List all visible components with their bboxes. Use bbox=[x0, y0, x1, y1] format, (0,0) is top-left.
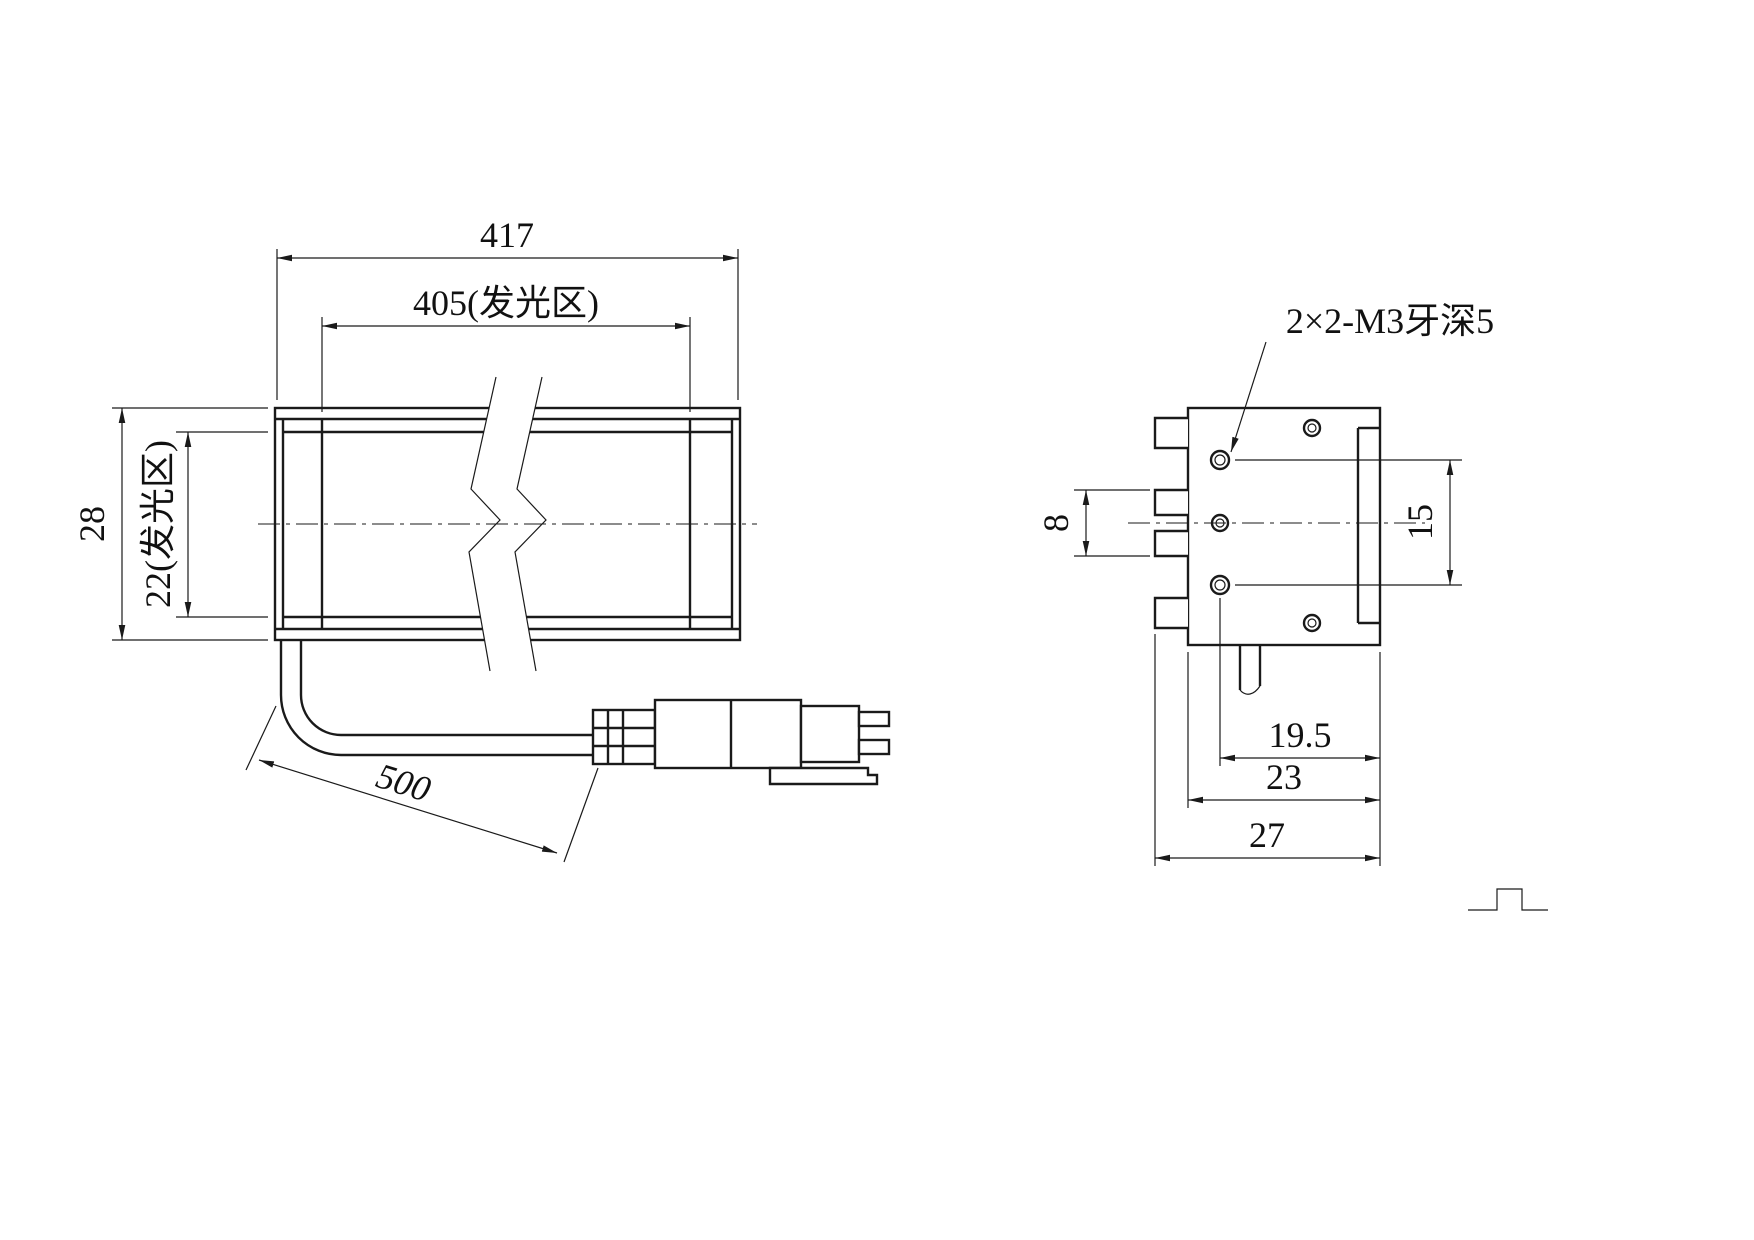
dim-emitting-width-label: 405(发光区) bbox=[413, 283, 599, 323]
thread-note: 2×2-M3牙深5 bbox=[1230, 301, 1494, 453]
dim-body-width: 23 bbox=[1187, 652, 1380, 808]
dim-hole-spacing: 15 bbox=[1235, 459, 1462, 586]
mounting-hole bbox=[1209, 574, 1231, 596]
dim-cable-length-label: 500 bbox=[372, 755, 435, 809]
dim-emitting-height-label: 22(发光区) bbox=[138, 440, 178, 608]
step-symbol bbox=[1468, 888, 1548, 911]
dim-total-height: 28 bbox=[72, 407, 268, 641]
cable-ferrule bbox=[591, 708, 657, 766]
plug-pin-bottom bbox=[857, 738, 891, 756]
extrusion-fins bbox=[1153, 416, 1188, 630]
cable bbox=[279, 640, 593, 757]
mounting-hole bbox=[1302, 418, 1322, 438]
dim-body-width-label: 23 bbox=[1266, 757, 1302, 797]
dim-hole-offset: 19.5 bbox=[1219, 598, 1380, 766]
fin-mid-upper bbox=[1153, 488, 1188, 517]
connector-plug bbox=[768, 704, 891, 786]
dim-emitting-height: 22(发光区) bbox=[138, 431, 268, 618]
plug-pin-top bbox=[857, 710, 891, 728]
fin-top bbox=[1153, 416, 1188, 450]
plug-latch-tab bbox=[768, 766, 879, 786]
dim-total-width-label: 417 bbox=[480, 215, 534, 255]
cable-stub bbox=[1238, 645, 1262, 695]
dim-overall-width-label: 27 bbox=[1249, 815, 1285, 855]
break-line-left bbox=[468, 376, 501, 672]
dim-hole-offset-label: 19.5 bbox=[1269, 715, 1332, 755]
section-view: 2×2-M3牙深5 8 15 19.5 23 bbox=[1036, 301, 1494, 866]
connector-body bbox=[653, 698, 803, 770]
dim-overall-width: 27 bbox=[1154, 634, 1380, 866]
fin-mid-lower bbox=[1153, 529, 1188, 558]
dim-hole-spacing-label: 15 bbox=[1400, 504, 1440, 540]
mounting-hole bbox=[1209, 449, 1231, 471]
dim-cable-length: 500 bbox=[245, 705, 599, 863]
dim-slot-height: 8 bbox=[1036, 489, 1150, 557]
dim-emitting-width: 405(发光区) bbox=[321, 283, 691, 412]
dim-total-width: 417 bbox=[276, 215, 739, 400]
fin-bottom bbox=[1153, 596, 1188, 630]
break-line-right bbox=[514, 376, 547, 672]
mounting-hole bbox=[1302, 613, 1322, 633]
dim-total-height-label: 28 bbox=[72, 506, 112, 542]
front-view: 417 405(发光区) 28 22(发光区) 500 bbox=[72, 215, 891, 863]
leader-line bbox=[1230, 341, 1267, 453]
thread-note-label: 2×2-M3牙深5 bbox=[1286, 301, 1494, 341]
dim-slot-height-label: 8 bbox=[1036, 514, 1076, 532]
